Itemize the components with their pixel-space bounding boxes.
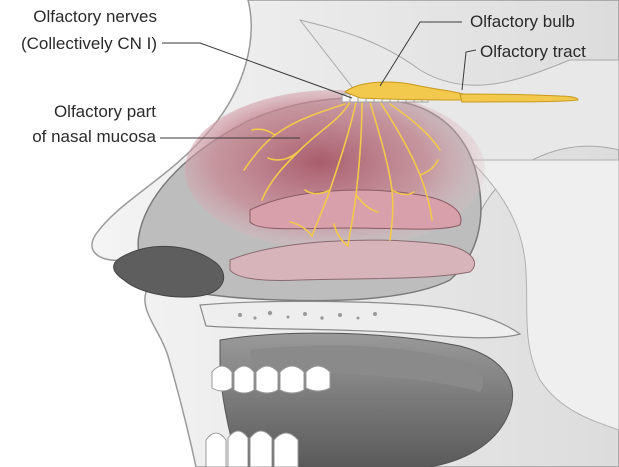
upper-teeth bbox=[211, 365, 331, 394]
leader-lines bbox=[160, 21, 477, 139]
hard-palate bbox=[199, 300, 522, 339]
leader-olfactory-bulb bbox=[379, 21, 462, 87]
label-olfactory-nerves-line1: Olfactory nerves bbox=[33, 7, 157, 26]
nostril bbox=[113, 245, 225, 298]
lower-teeth bbox=[205, 430, 299, 467]
leader-olfactory-nerves bbox=[162, 42, 353, 99]
leader-olfactory-tract bbox=[461, 49, 477, 91]
labels: Olfactory nerves (Collectively CN I) Olf… bbox=[21, 7, 586, 146]
label-olfactory-part-line2: of nasal mucosa bbox=[32, 127, 156, 146]
nasal-conchae bbox=[229, 189, 476, 281]
label-olfactory-nerves-line2: (Collectively CN I) bbox=[21, 34, 157, 53]
olfactory-bulb bbox=[344, 81, 471, 101]
olfactory-nerve-fibers bbox=[243, 101, 441, 247]
label-olfactory-part-line1: Olfactory part bbox=[54, 102, 156, 121]
olfactory-tract bbox=[459, 93, 579, 103]
label-olfactory-bulb: Olfactory bulb bbox=[470, 12, 575, 31]
label-olfactory-tract: Olfactory tract bbox=[480, 42, 586, 61]
